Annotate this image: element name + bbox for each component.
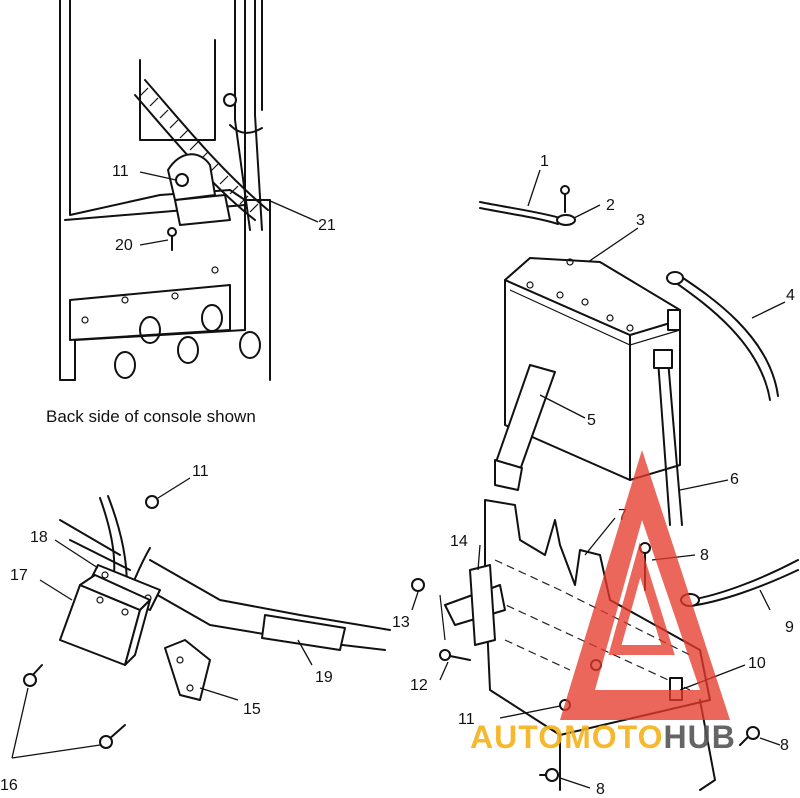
callout-2: 2 [606,197,615,214]
callout-14: 14 [450,533,468,550]
callout-17: 17 [10,567,28,584]
callout-12: 12 [410,677,428,694]
callout-5: 5 [587,412,596,429]
regulator-assembly: 11 18 17 15 19 16 [0,463,391,794]
callout-4: 4 [786,287,795,304]
console-caption: Back side of console shown [46,407,256,426]
callout-9: 9 [785,619,794,636]
watermark-hub: HUB [663,719,735,755]
callout-19: 19 [315,669,333,686]
callout-18: 18 [30,529,48,546]
console-back-view: 11 20 21 Back side of console shown [46,0,336,426]
callout-8-right: 8 [780,737,789,754]
callout-10: 10 [748,655,766,672]
callout-13: 13 [392,614,410,631]
callout-21: 21 [318,217,336,234]
callout-11-box: 11 [458,711,475,728]
callout-8-bottom: 8 [596,781,605,798]
callout-8-top: 8 [700,547,709,564]
callout-16: 16 [0,777,18,794]
automotohub-watermark: AUTOMOTOHUB [470,450,736,755]
callout-11-regulator: 11 [192,463,209,480]
callout-15: 15 [243,701,261,718]
callout-6: 6 [730,471,739,488]
watermark-moto: MOTO [564,719,663,755]
callout-20: 20 [115,237,133,254]
watermark-auto: AUTO [470,719,564,755]
callout-1: 1 [540,153,549,170]
svg-text:AUTOMOTOHUB: AUTOMOTOHUB [470,719,736,755]
callout-3: 3 [636,212,645,229]
battery-assembly: 1 2 3 4 5 6 [479,153,795,526]
callout-11-console: 11 [112,163,129,180]
